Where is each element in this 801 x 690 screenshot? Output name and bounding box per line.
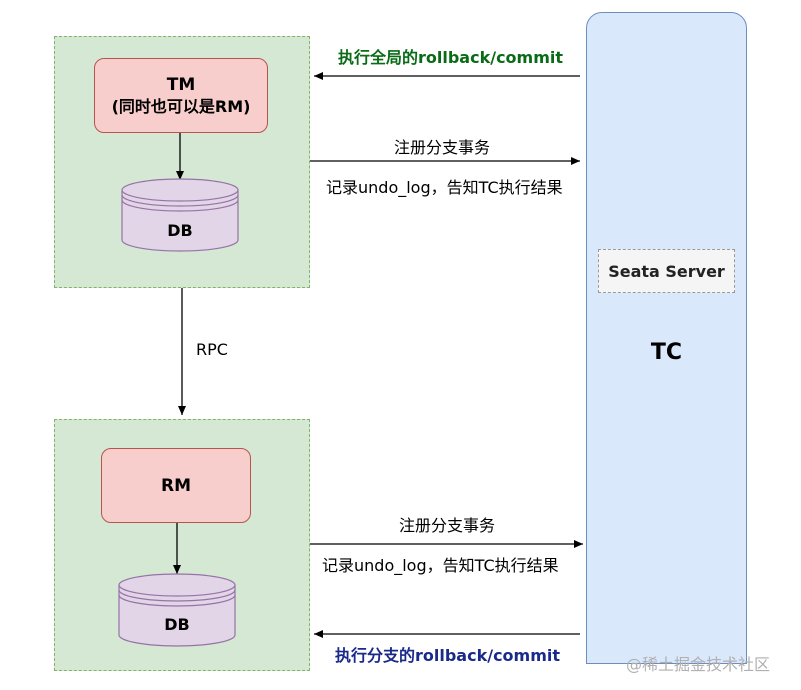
- bottom-record-undo-label: 记录undo_log，告知TC执行结果: [322, 556, 559, 575]
- tm-title: TM: [166, 74, 196, 95]
- tc-container[interactable]: [586, 12, 747, 664]
- top-record-undo-label: 记录undo_log，告知TC执行结果: [326, 178, 563, 197]
- seata-server-box[interactable]: Seata Server: [598, 249, 735, 293]
- rm-node[interactable]: RM: [101, 448, 251, 523]
- bottom-db-cylinder[interactable]: DB: [118, 573, 236, 647]
- bottom-register-branch-label: 注册分支事务: [399, 516, 496, 535]
- top-db-cylinder[interactable]: DB: [121, 178, 239, 252]
- top-db-label: DB: [167, 221, 192, 240]
- bottom-db-label: DB: [164, 615, 189, 634]
- top-register-branch-label: 注册分支事务: [394, 138, 491, 157]
- seata-server-label: Seata Server: [608, 261, 725, 281]
- tm-subtitle: (同时也可以是RM): [111, 96, 251, 116]
- tc-title: TC: [650, 340, 683, 365]
- global-rollback-label: 执行全局的rollback/commit: [338, 48, 564, 67]
- rm-title: RM: [160, 475, 191, 496]
- branch-rollback-label: 执行分支的rollback/commit: [335, 646, 561, 665]
- watermark-text: @稀土掘金技术社区: [626, 655, 771, 674]
- rpc-label: RPC: [196, 340, 228, 359]
- tm-node[interactable]: TM (同时也可以是RM): [94, 58, 268, 133]
